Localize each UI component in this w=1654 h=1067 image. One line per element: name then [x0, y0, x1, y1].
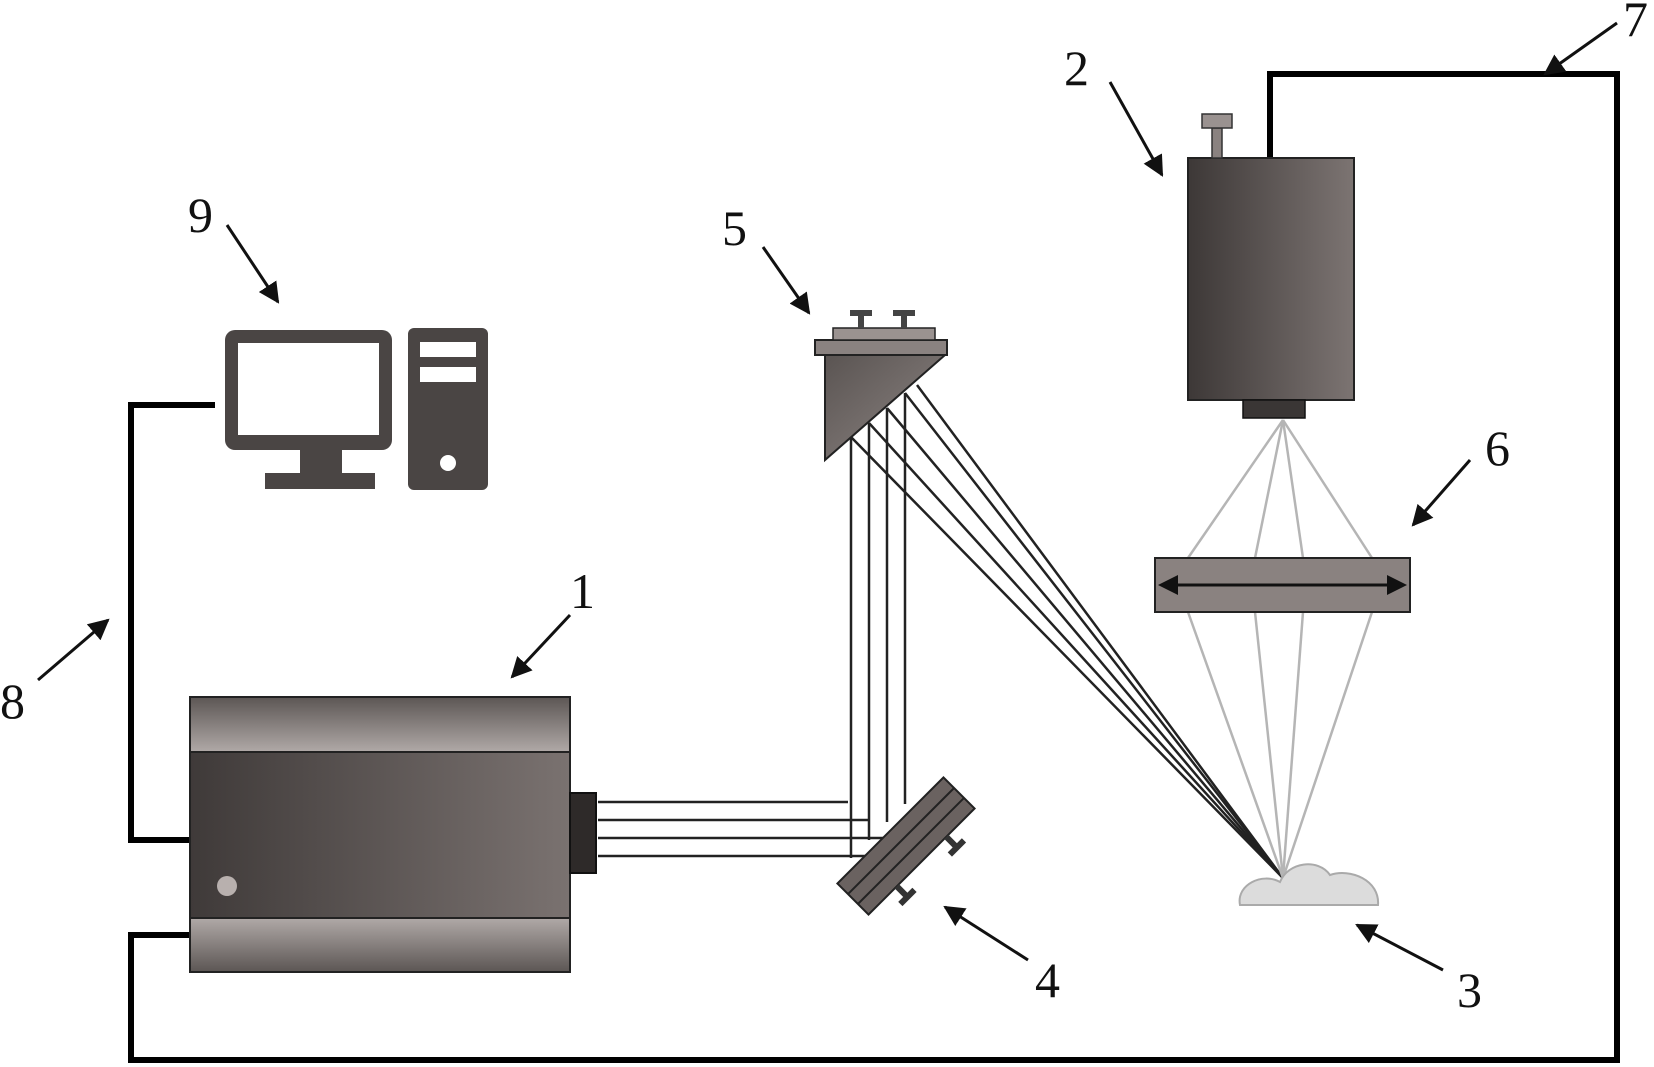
computer-tower [408, 328, 488, 490]
label-2: 2 [1064, 40, 1089, 96]
laser-indicator-icon [217, 876, 237, 896]
focused-beams [850, 384, 1285, 879]
prism [814, 310, 948, 463]
label-4: 4 [1035, 952, 1060, 1008]
arrow-4 [943, 905, 1029, 962]
sample-cloud [1238, 863, 1380, 906]
label-1: 1 [570, 563, 595, 619]
arrow-1 [510, 613, 572, 679]
arrow-9 [225, 224, 280, 304]
laser-device [189, 696, 597, 973]
camera-device [1187, 113, 1355, 419]
label-7: 7 [1623, 0, 1648, 47]
label-3: 3 [1457, 962, 1482, 1018]
arrow-2 [1108, 81, 1164, 177]
filter [1154, 557, 1411, 613]
label-6: 6 [1485, 420, 1510, 476]
reflected-beams [849, 393, 907, 858]
arrow-8 [37, 618, 110, 682]
collection-rays [1186, 419, 1374, 879]
arrow-5 [761, 246, 811, 315]
arrow-3 [1355, 923, 1444, 972]
cable-trigger [128, 71, 1620, 1063]
label-5: 5 [722, 200, 747, 256]
arrow-6 [1411, 459, 1472, 527]
cable-control [128, 402, 215, 843]
label-arrows [37, 21, 1618, 972]
mirror [835, 775, 977, 917]
label-8: 8 [0, 673, 25, 729]
computer-monitor [225, 330, 392, 489]
laser-beams [598, 800, 908, 858]
label-9: 9 [188, 187, 213, 243]
arrow-7 [1543, 21, 1618, 76]
